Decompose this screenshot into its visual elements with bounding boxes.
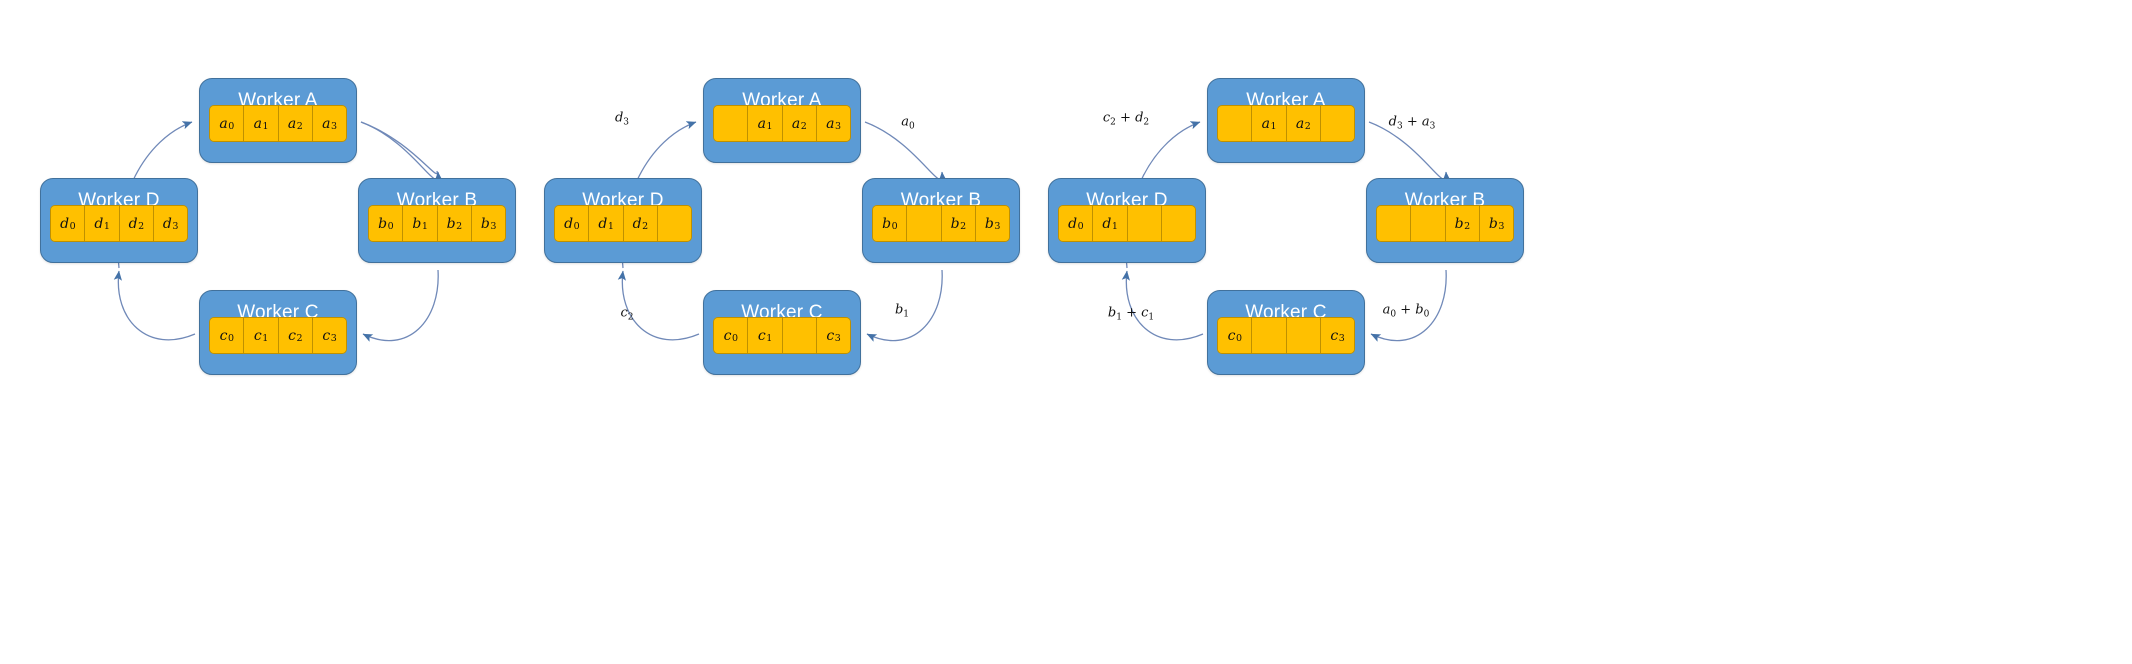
buffer-cell-0 bbox=[714, 106, 749, 141]
edge-label-c-to-d: c2 bbox=[620, 305, 634, 323]
buffer-cell-2 bbox=[1286, 318, 1321, 353]
arrow-b-to-c bbox=[362, 269, 439, 342]
buffer-cell-1 bbox=[907, 206, 942, 241]
edge-label-b-to-c: b1 bbox=[894, 302, 910, 320]
arrow-a-to-b bbox=[360, 121, 443, 182]
buffer-cell-3 bbox=[657, 206, 691, 241]
buffer-cell-1 bbox=[1411, 206, 1446, 241]
arrow-c-to-d bbox=[113, 270, 196, 341]
edge-label-a-to-b: a0 bbox=[901, 114, 915, 132]
buffer-cell-3 bbox=[1161, 206, 1195, 241]
edge-label-a-to-b: d3 + a3 bbox=[1388, 114, 1436, 132]
arrow-a-to-b bbox=[864, 121, 947, 182]
arrow-a-to-b-seg bbox=[360, 121, 438, 175]
buffer-cell-0 bbox=[1377, 206, 1412, 241]
buffer-cell-2 bbox=[1127, 206, 1162, 241]
edge-label-b-to-c: a0 + b0 bbox=[1382, 302, 1430, 320]
buffer-cell-1 bbox=[1252, 318, 1287, 353]
buffer-cell-0 bbox=[1218, 106, 1253, 141]
arrow-c-to-d bbox=[617, 270, 700, 341]
buffer-cell-3 bbox=[1320, 106, 1354, 141]
edge-label-d-to-a: c2 + d2 bbox=[1102, 110, 1150, 128]
edge-label-c-to-d: b1 + c1 bbox=[1107, 305, 1155, 323]
edge-label-d-to-a: d3 bbox=[614, 110, 630, 128]
buffer-cell-2 bbox=[782, 318, 817, 353]
